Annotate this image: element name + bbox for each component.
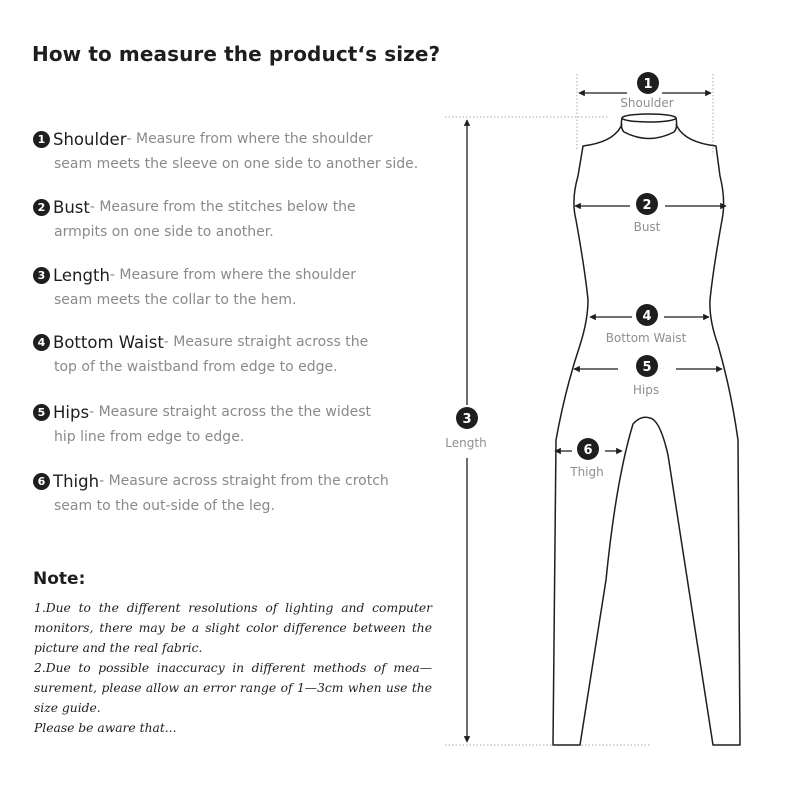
number-2-icon: 2 [33,198,50,216]
guide-lines [445,74,714,746]
measurement-name: Shoulder [53,129,127,149]
measurement-name: Bust [53,197,90,217]
measurement-item-length: 3 Length - Measure from where the should… [33,263,453,308]
measurement-description: - Measure across straight from the crotc… [99,473,389,489]
number-5-icon [636,355,658,377]
measurement-description: - Measure from where the shoulder [126,131,373,147]
note-title: Note: [33,569,86,589]
thigh-label: Thigh [569,465,604,479]
jumpsuit-outline-icon [552,113,741,746]
number-6-icon: 6 [33,472,50,490]
measurement-description-cont: seam meets the sleeve on one side to ano… [54,156,419,172]
measurement-description-cont: seam meets the collar to the hem. [54,292,297,308]
shoulder-measure: 1 Shoulder [578,72,712,110]
page-title: How to measure the product‘s size? [32,42,441,66]
note-line-1: 1.Due to the different resolutions of li… [34,601,432,655]
number-3-icon: 3 [33,266,50,284]
measurement-description-cont: seam to the out-side of the leg. [54,498,275,514]
svg-text:5: 5 [642,360,651,375]
measurement-item-shoulder: 1 Shoulder - Measure from where the shou… [33,127,453,172]
measurement-name: Length [53,265,110,285]
measurement-description: - Measure straight across the [163,334,369,350]
measurement-description: - Measure straight across the the widest [89,404,372,420]
number-2-icon [636,193,658,215]
hips-label: Hips [633,383,659,397]
number-6-icon [577,438,599,460]
measurement-description: - Measure from the stitches below the [89,199,356,215]
measurement-item-bust: 2 Bust - Measure from the stitches below… [33,195,453,240]
svg-text:6: 6 [583,443,592,458]
bust-measure: 2 Bust [574,193,727,234]
number-4-icon [636,304,658,326]
bottom-waist-measure: 4 Bottom Waist [589,304,710,345]
svg-text:3: 3 [462,412,471,427]
hips-measure: 5 Hips [573,355,723,397]
measurement-item-thigh: 6 Thigh - Measure across straight from t… [33,469,453,514]
measurement-description-cont: top of the waistband from edge to edge. [54,359,338,375]
svg-text:4: 4 [642,309,651,324]
length-measure: 3 Length [445,119,487,743]
measurement-description: - Measure from where the shoulder [109,267,357,283]
measurement-name: Bottom Waist [53,332,164,352]
measurement-name: Thigh [53,471,100,491]
length-label: Length [445,436,486,450]
measurement-description-cont: armpits on one side to another. [54,224,274,240]
measurement-name: Hips [53,402,90,422]
bust-label: Bust [634,220,661,234]
number-1-icon: 1 [33,130,50,148]
measurement-item-bottom-waist: 4 Bottom Waist - Measure straight across… [33,330,453,375]
bottom-waist-label: Bottom Waist [606,331,687,345]
svg-text:1: 1 [643,77,652,92]
note-line-3: Please be aware that... [34,721,177,735]
number-4-icon: 4 [33,333,50,351]
note-body: 1.Due to the different resolutions of li… [34,598,432,738]
shoulder-label: Shoulder [620,96,674,110]
svg-text:2: 2 [642,198,651,213]
note-line-2: 2.Due to possible inaccuracy in differen… [34,661,432,715]
number-1-icon [637,72,659,94]
number-3-icon [456,407,478,429]
thigh-measure: 6 Thigh [554,438,623,479]
measurement-item-hips: 5 Hips - Measure straight across the the… [33,400,453,445]
number-5-icon: 5 [33,403,50,421]
measurement-description-cont: hip line from edge to edge. [54,429,245,445]
